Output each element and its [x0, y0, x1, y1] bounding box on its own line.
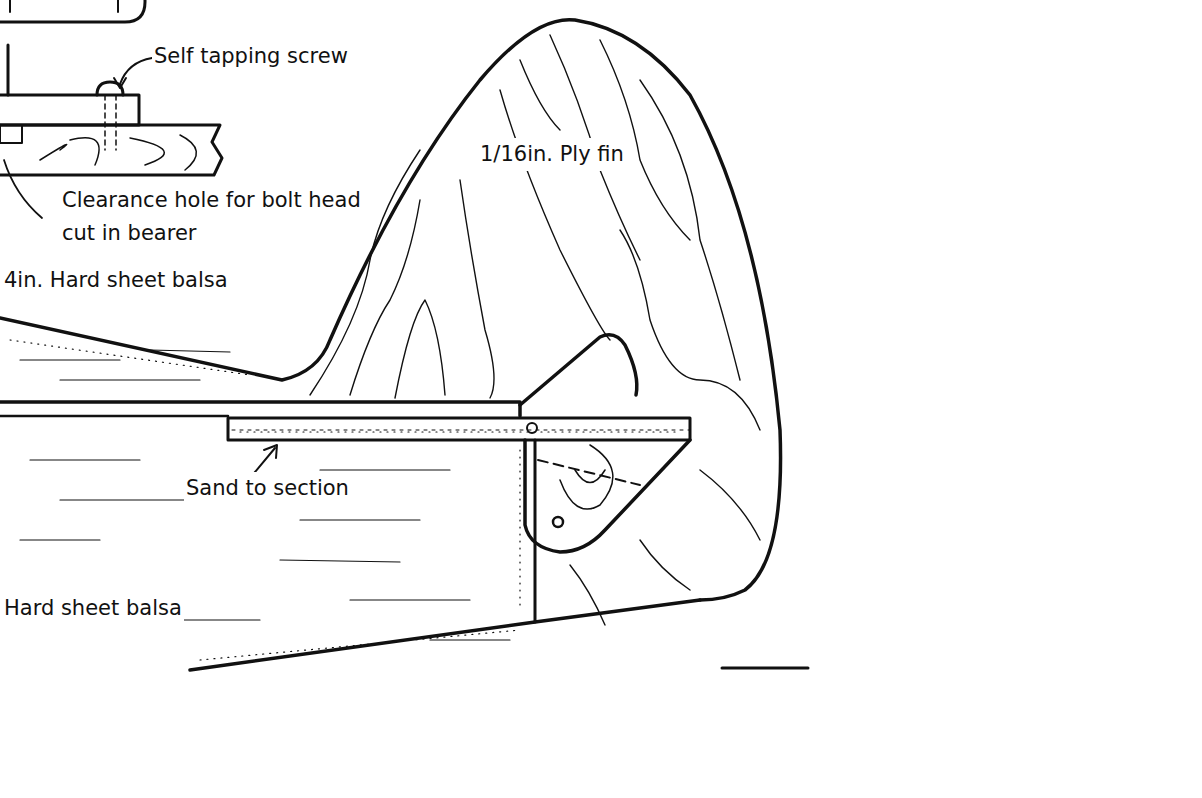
part-label: 1/16in. Ply fin: [478, 138, 626, 171]
material-label: 4in. Hard sheet balsa: [2, 264, 230, 297]
note-label: Sand to section: [184, 472, 351, 505]
part-label: Self tapping screw: [152, 40, 350, 73]
material-label: Hard sheet balsa: [2, 592, 184, 625]
note-label: Clearance hole for bolt head cut in bear…: [60, 184, 364, 250]
